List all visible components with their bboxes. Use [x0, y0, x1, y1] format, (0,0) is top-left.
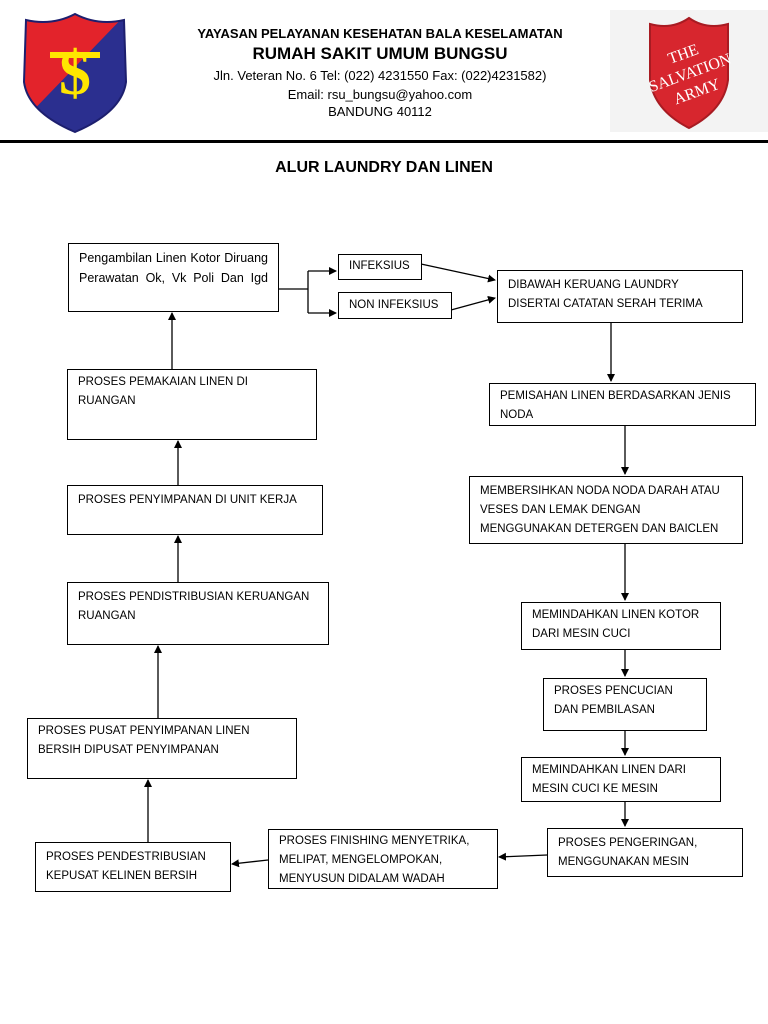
box-pencucian: PROSES PENCUCIAN DAN PEMBILASAN	[543, 678, 707, 731]
box-dibawah: DIBAWAH KERUANG LAUNDRY DISERTAI CATATAN…	[497, 270, 743, 323]
header-divider	[0, 140, 768, 143]
address: Jln. Veteran No. 6 Tel: (022) 4231550 Fa…	[213, 68, 547, 83]
box-pemakaian: PROSES PEMAKAIAN LINEN DI RUANGAN	[67, 369, 317, 440]
box-infeksius: INFEKSIUS	[338, 254, 422, 280]
city: BANDUNG 40112	[328, 104, 432, 119]
page-title: ALUR LAUNDRY DAN LINEN	[275, 159, 493, 176]
box-pendestribusian-pusat: PROSES PENDESTRIBUSIAN KEPUSAT KELINEN B…	[35, 842, 231, 892]
email: Email: rsu_bungsu@yahoo.com	[287, 87, 473, 102]
hospital-name: RUMAH SAKIT UMUM BUNGSU	[252, 44, 508, 63]
arrow	[498, 852, 548, 861]
box-memindahkan-kotor: MEMINDAHKAN LINEN KOTOR DARI MESIN CUCI	[521, 602, 721, 650]
hospital-logo: $	[22, 12, 128, 134]
salvation-army-logo: THE SALVATION ARMY	[610, 10, 768, 132]
foundation-name: YAYASAN PELAYANAN KESEHATAN BALA KESELAM…	[197, 26, 563, 41]
box-memindahkan-pengering: MEMINDAHKAN LINEN DARI MESIN CUCI KE MES…	[521, 757, 721, 802]
box-penyimpanan-unit: PROSES PENYIMPANAN DI UNIT KERJA	[67, 485, 323, 535]
box-pengambilan: Pengambilan Linen Kotor Diruang Perawata…	[68, 243, 279, 312]
svg-text:$: $	[59, 37, 91, 108]
box-pengeringan: PROSES PENGERINGAN, MENGGUNAKAN MESIN	[547, 828, 743, 877]
box-finishing: PROSES FINISHING MENYETRIKA, MELIPAT, ME…	[268, 829, 498, 889]
box-pemisahan: PEMISAHAN LINEN BERDASARKAN JENIS NODA	[489, 383, 756, 426]
box-pendistribusian-ruangan: PROSES PENDISTRIBUSIAN KERUANGAN RUANGAN	[67, 582, 329, 645]
box-pusat-penyimpanan: PROSES PUSAT PENYIMPANAN LINEN BERSIH DI…	[27, 718, 297, 779]
arrow	[450, 295, 496, 311]
box-membersihkan: MEMBERSIHKAN NODA NODA DARAH ATAU VESES …	[469, 476, 743, 544]
box-non-infeksius: NON INFEKSIUS	[338, 292, 452, 319]
arrow	[420, 263, 496, 283]
arrow	[231, 859, 269, 868]
